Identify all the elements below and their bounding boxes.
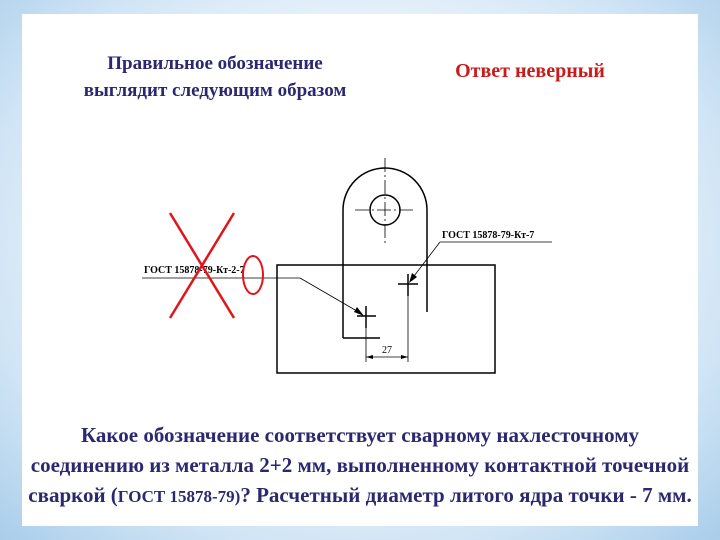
verdict-text: Ответ неверный (455, 60, 605, 82)
leader-line-wrong (299, 277, 363, 315)
leader-line-correct (410, 241, 441, 281)
designation-wrong: ГОСТ 15878-79-Кт-2-7 (144, 265, 245, 276)
base-plate (276, 264, 496, 374)
cross-stroke-2 (168, 212, 236, 319)
question-text: Какое обозначение соответствует сварному… (22, 420, 698, 512)
slide-card (22, 14, 698, 526)
highlight-ellipse (242, 255, 264, 295)
correct-label: Правильное обозначение выглядит следующи… (83, 53, 347, 101)
question-standard: ГОСТ 15878-79) (117, 487, 241, 506)
designation-correct: ГОСТ 15878-79-Кт-7 (442, 230, 534, 241)
dimension-value: 27 (382, 345, 392, 356)
question-part2: ? Расчетный диаметр литого ядра точки - … (240, 483, 692, 507)
question-part1: Какое обозначение соответствует сварному… (28, 423, 690, 507)
